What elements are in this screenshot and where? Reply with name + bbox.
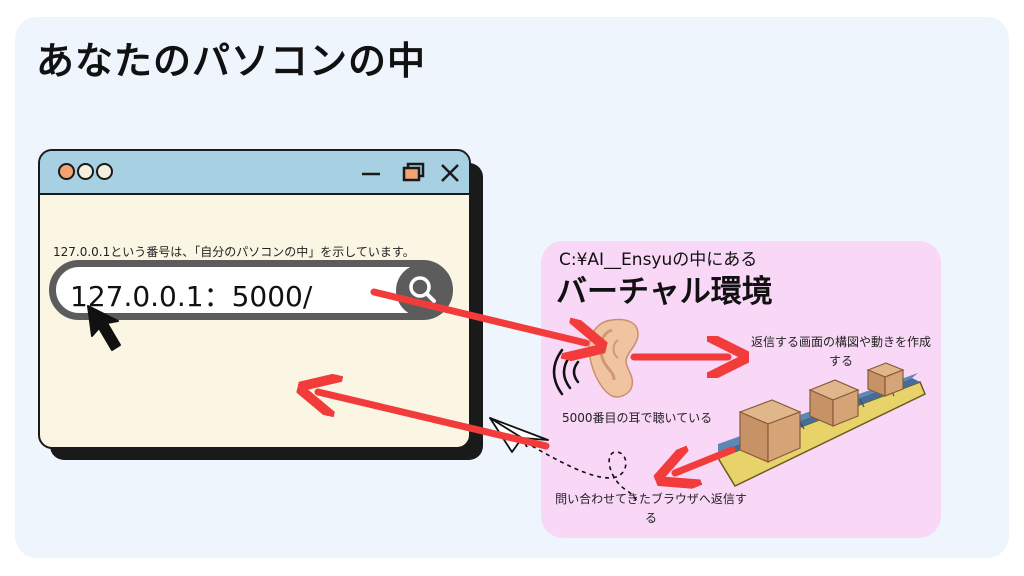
dashed-trail: [531, 445, 639, 505]
virtual-env-title: バーチャル環境: [556, 274, 773, 310]
window-dot-orange-icon: [58, 163, 75, 180]
address-value[interactable]: 127.0.0.1：5000/: [70, 280, 313, 313]
listen-label: 5000番目の耳で聴いている: [562, 411, 713, 425]
page-title: あなたのパソコンの中: [36, 39, 427, 83]
response-arrow: [318, 392, 550, 450]
ear-icon: [588, 318, 639, 398]
close-icon[interactable]: [441, 164, 459, 182]
return-label: 問い合わせてきたブラウザへ返信する: [555, 492, 747, 525]
create-response-label: 返信する画面の構図や動きを作成する: [750, 335, 931, 368]
cardboard-box-icon: [808, 379, 860, 427]
search-icon: [409, 276, 436, 303]
cursor-arrow-icon: [87, 305, 121, 351]
window-dot-icon: [77, 163, 94, 180]
virtual-env-path: C:¥AI__Ensyuの中にある: [559, 250, 758, 270]
output-arrow: [675, 450, 736, 473]
cardboard-box-icon: [738, 399, 802, 463]
request-arrow: [370, 288, 586, 343]
sound-waves-icon: [552, 348, 580, 396]
window-dot-icon: [96, 163, 113, 180]
restore-icon[interactable]: [402, 162, 425, 182]
localhost-explanation: 127.0.0.1という番号は、「自分のパソコンの中」を示しています。: [53, 245, 415, 259]
browser-title-bar: [40, 151, 469, 195]
cardboard-box-icon: [866, 362, 905, 397]
address-bar[interactable]: 127.0.0.1：5000/: [49, 260, 453, 320]
